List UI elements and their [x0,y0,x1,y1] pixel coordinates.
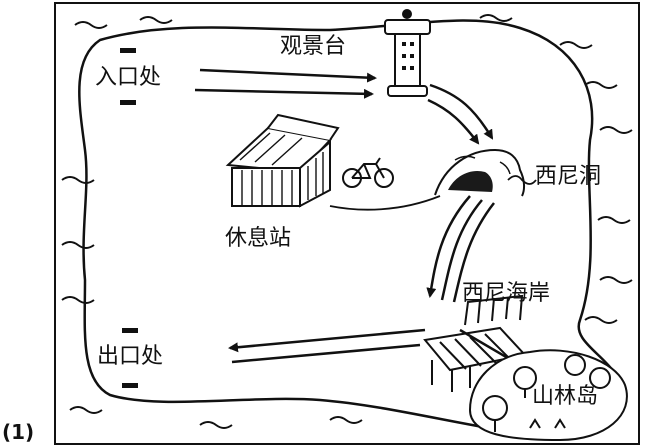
path-entrance-to-tower-1 [199,68,377,83]
water-waves [61,14,633,429]
bicycle-icon [342,157,394,188]
label-exit: 出口处 [97,344,164,369]
path-entrance-to-tower-2 [194,88,374,99]
exit-marker-bottom [122,383,138,388]
label-coast: 西尼海岸 [462,281,551,306]
path-cave-to-coast-1 [426,195,471,298]
tower-icon [384,9,431,97]
path-cave-to-coast-2 [440,199,483,301]
label-forest-island: 山林岛 [532,384,599,409]
label-tower: 观景台 [280,34,347,59]
path-to-exit-2 [231,343,421,364]
path-cave-to-coast-3 [452,202,495,303]
rest-station-icon [225,113,340,208]
exit-marker-top [122,328,138,333]
path-rest-to-cave [329,195,441,211]
path-to-exit-1 [228,328,426,353]
path-tower-to-cave-1 [429,83,494,140]
label-cave: 西尼洞 [535,164,602,189]
forest-island-icon [468,349,628,442]
path-tower-to-cave-2 [427,98,480,145]
map-frame [54,2,640,445]
label-rest-station: 休息站 [225,226,292,251]
label-entrance: 入口处 [95,65,162,90]
entrance-marker-top [120,48,136,53]
cave-squiggle [507,175,537,185]
pier-icon [423,294,527,392]
entrance-marker-bottom [120,100,136,105]
cave-icon [434,148,526,197]
figure-number: (1) [2,420,35,444]
